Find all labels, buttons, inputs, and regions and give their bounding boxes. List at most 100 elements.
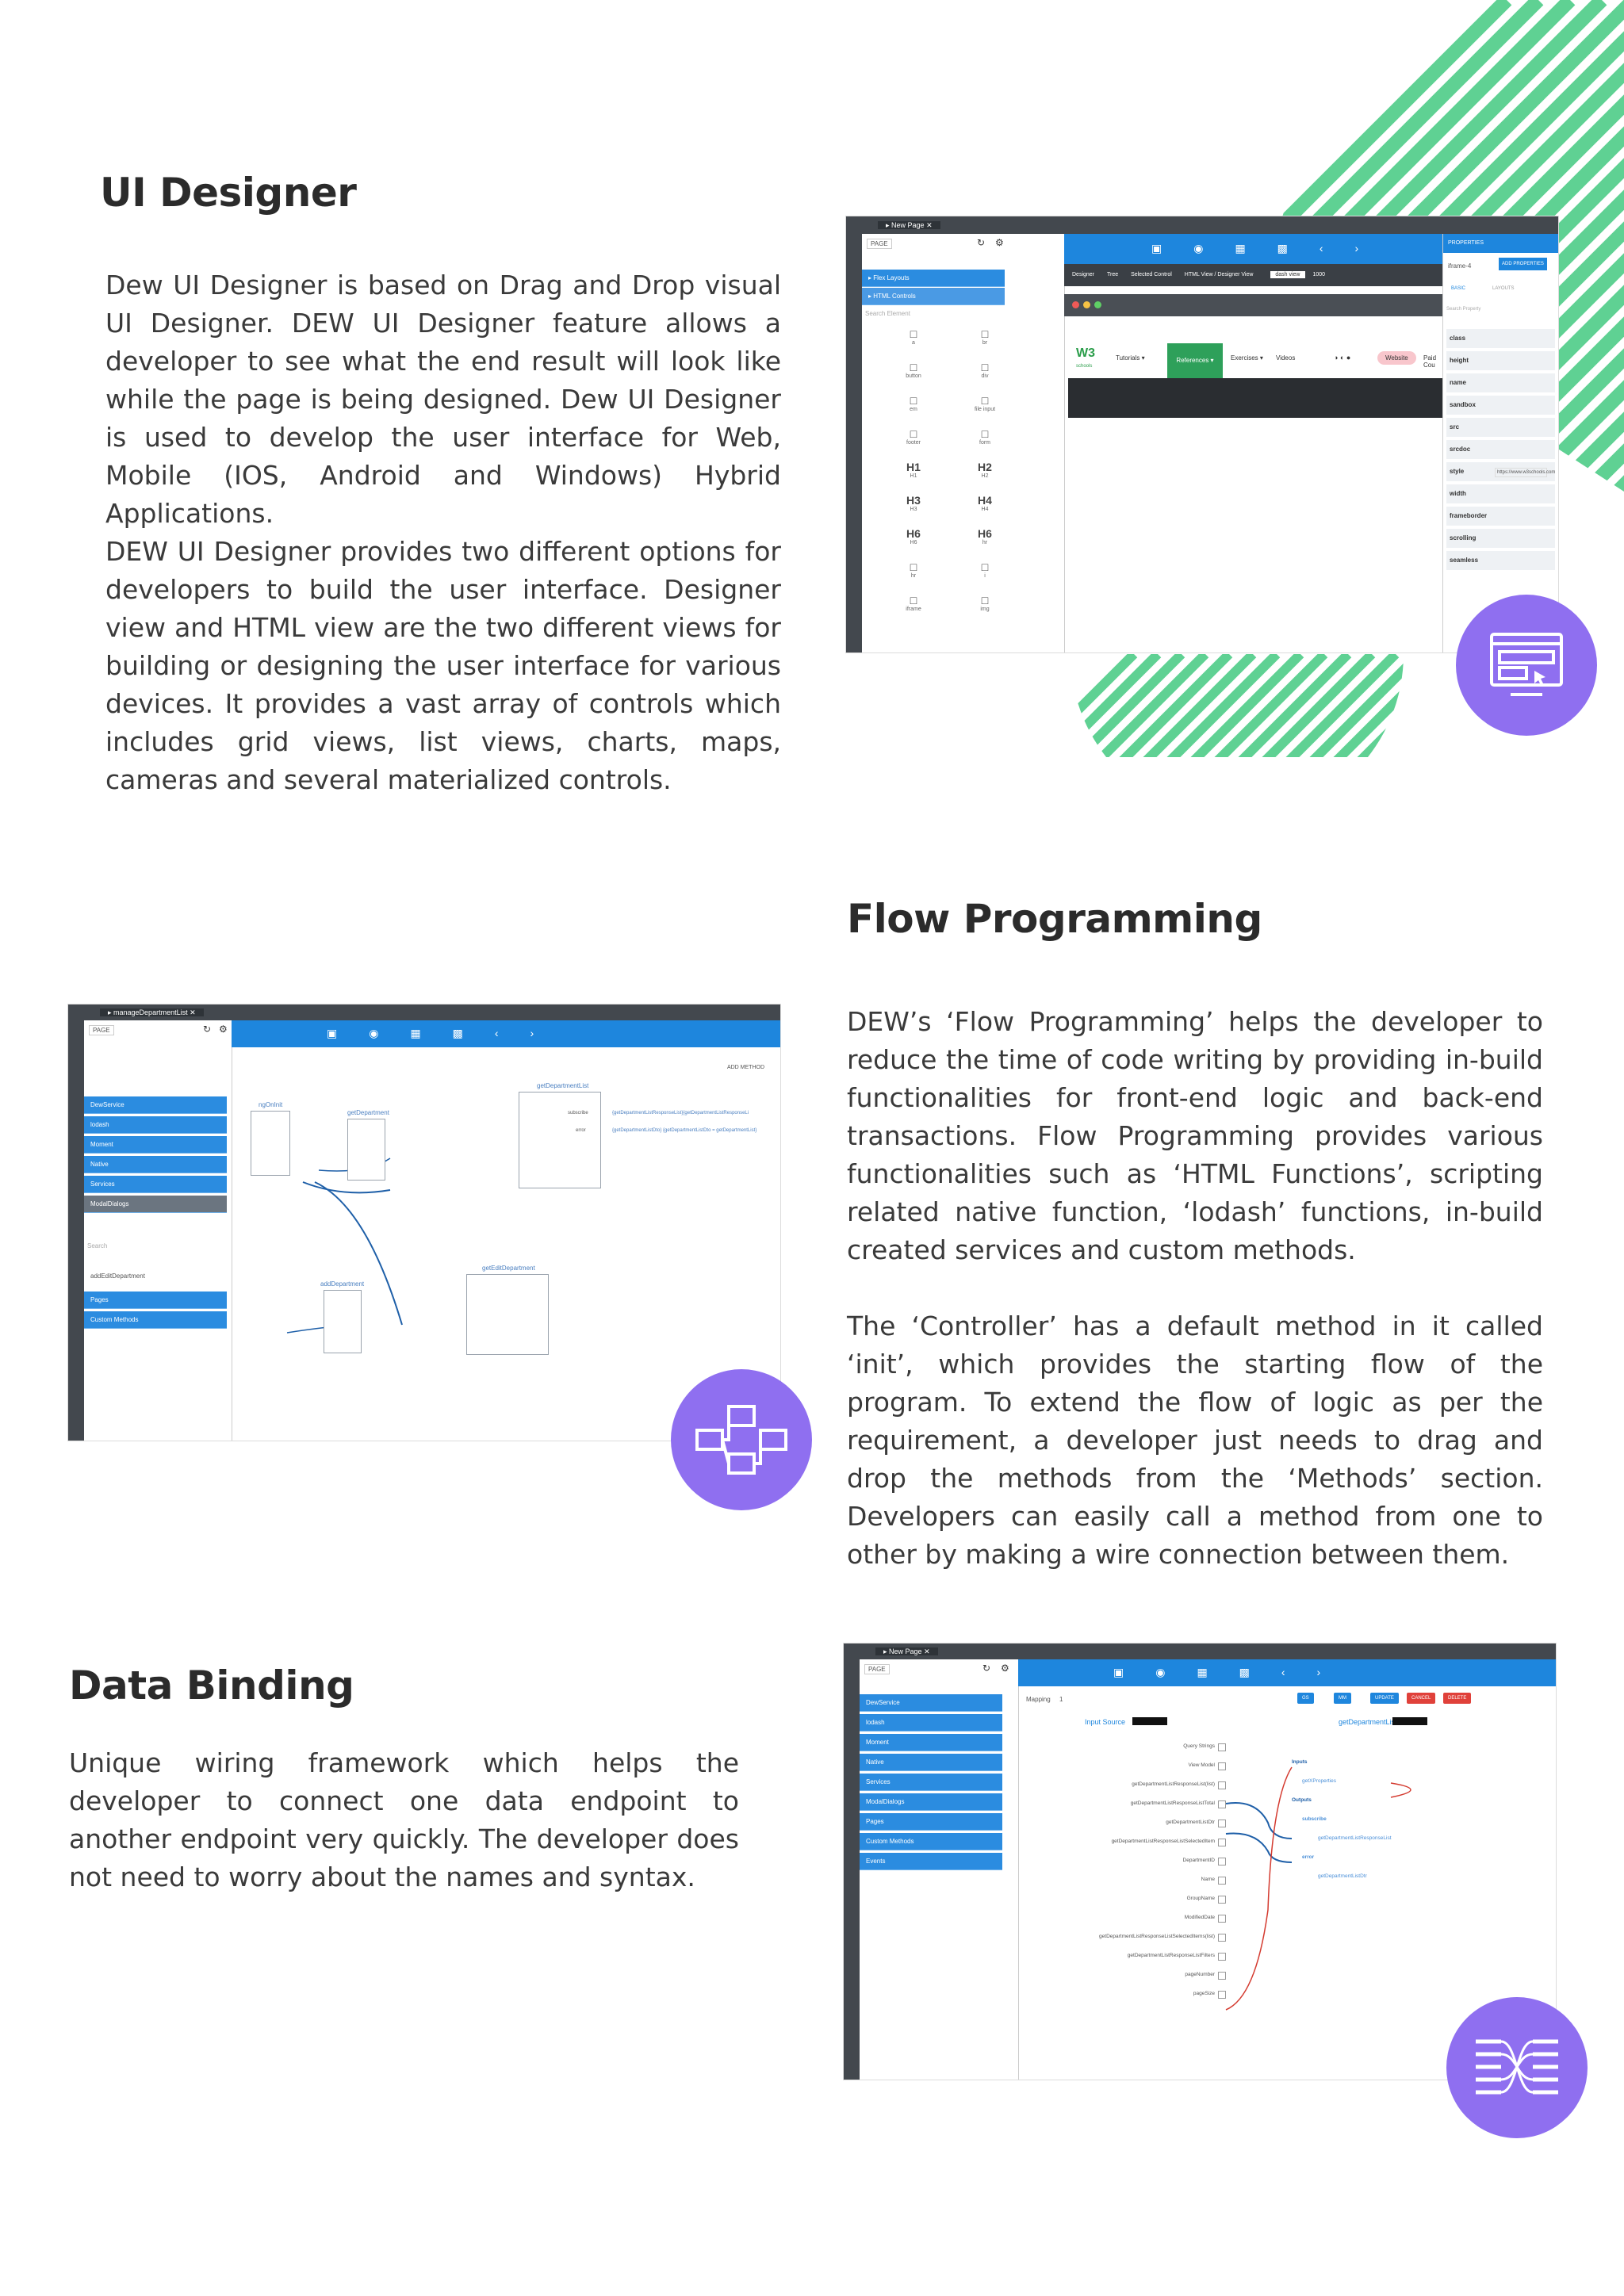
source-field[interactable]: getDepartmentListResponseListSelectedIte… bbox=[1111, 1839, 1215, 1844]
designer-toggle[interactable]: Designer bbox=[1072, 272, 1095, 277]
property-srcdoc[interactable]: srcdoc bbox=[1446, 440, 1555, 459]
method-group-native[interactable]: Native bbox=[84, 1156, 227, 1173]
gear-icon[interactable]: ⚙ bbox=[219, 1024, 228, 1035]
site-nav-exercises[interactable]: Exercises ▾ bbox=[1231, 354, 1263, 362]
property-name-field[interactable]: iframe-4 bbox=[1448, 262, 1472, 270]
property-frameborder[interactable]: frameborder bbox=[1446, 507, 1555, 526]
source-field[interactable]: Query Strings bbox=[1183, 1743, 1215, 1749]
src-value-field[interactable]: https://www.w3schools.com bbox=[1495, 468, 1555, 477]
source-field[interactable]: ModifiedDate bbox=[1184, 1915, 1215, 1920]
source-port[interactable] bbox=[1218, 1762, 1226, 1770]
source-port[interactable] bbox=[1218, 1877, 1226, 1885]
property-sandbox[interactable]: sandbox bbox=[1446, 396, 1555, 415]
node-adddepartment[interactable] bbox=[324, 1290, 362, 1353]
property-scrolling[interactable]: scrolling bbox=[1446, 529, 1555, 548]
add-method-button[interactable]: ADD METHOD bbox=[726, 1065, 764, 1070]
node-getdepartment[interactable] bbox=[347, 1119, 385, 1181]
method-item[interactable]: addEditDepartment bbox=[90, 1272, 145, 1280]
property-width[interactable]: width bbox=[1446, 484, 1555, 503]
input-source-select[interactable] bbox=[1132, 1717, 1167, 1725]
site-nav-videos[interactable]: Videos bbox=[1276, 354, 1296, 362]
control-button[interactable]: □button bbox=[906, 361, 921, 379]
target-field[interactable]: error bbox=[1302, 1854, 1315, 1860]
source-port[interactable] bbox=[1218, 1972, 1226, 1980]
source-field[interactable]: GroupName bbox=[1186, 1896, 1215, 1901]
control-iframe[interactable]: □iframe bbox=[906, 594, 921, 612]
source-port[interactable] bbox=[1218, 1915, 1226, 1923]
mapping-cancel-button[interactable]: CANCEL bbox=[1407, 1693, 1436, 1704]
source-port[interactable] bbox=[1218, 1743, 1226, 1751]
device-select[interactable]: dash view bbox=[1270, 271, 1305, 278]
source-port[interactable] bbox=[1218, 1858, 1226, 1866]
property-class[interactable]: class bbox=[1446, 329, 1555, 348]
property-seamless[interactable]: seamless bbox=[1446, 551, 1555, 570]
mapping-gs-button[interactable]: GS bbox=[1297, 1693, 1314, 1704]
method-search[interactable]: Search bbox=[87, 1242, 108, 1249]
node-geteditdepartment[interactable] bbox=[466, 1274, 549, 1355]
node-getdepartmentlist[interactable] bbox=[519, 1092, 601, 1188]
method-group-native[interactable]: Native bbox=[860, 1754, 1002, 1771]
site-nav-paid[interactable]: Paid Cou bbox=[1423, 354, 1437, 369]
tab-new-page[interactable]: New Page bbox=[891, 221, 925, 229]
source-port[interactable] bbox=[1218, 1934, 1226, 1942]
folder-flex-layouts[interactable]: ▸ Flex Layouts bbox=[862, 270, 1005, 287]
method-group-pages[interactable]: Pages bbox=[84, 1292, 227, 1309]
target-select[interactable] bbox=[1392, 1717, 1427, 1725]
source-field[interactable]: DepartmentID bbox=[1182, 1858, 1215, 1863]
source-port[interactable] bbox=[1218, 1820, 1226, 1827]
control-br[interactable]: □br bbox=[981, 327, 989, 346]
element-search[interactable]: Search Element bbox=[865, 310, 910, 317]
mapping-select[interactable]: 1 bbox=[1059, 1696, 1063, 1703]
source-field[interactable]: getDepartmentListResponseList(list) bbox=[1132, 1781, 1215, 1787]
target-field[interactable]: Inputs bbox=[1292, 1759, 1308, 1765]
refresh-icon[interactable]: ↻ bbox=[977, 237, 986, 248]
method-group-lodash[interactable]: lodash bbox=[84, 1116, 227, 1134]
mapping-delete-button[interactable]: DELETE bbox=[1443, 1693, 1472, 1704]
source-port[interactable] bbox=[1218, 1991, 1226, 1999]
method-group-modaldialogs[interactable]: ModalDialogs bbox=[860, 1793, 1002, 1811]
method-group-pages[interactable]: Pages bbox=[860, 1813, 1002, 1831]
site-nav-tutorials[interactable]: Tutorials ▾ bbox=[1116, 354, 1145, 362]
source-port[interactable] bbox=[1218, 1800, 1226, 1808]
gear-icon[interactable]: ⚙ bbox=[1001, 1663, 1009, 1674]
source-field[interactable]: pageNumber bbox=[1185, 1972, 1215, 1977]
source-field[interactable]: getDepartmentListResponseListSelectedIte… bbox=[1099, 1934, 1215, 1939]
method-group-moment[interactable]: Moment bbox=[84, 1136, 227, 1154]
gear-icon[interactable]: ⚙ bbox=[995, 237, 1004, 248]
method-group-dewservice[interactable]: DewService bbox=[84, 1096, 227, 1114]
tab-basic[interactable]: BASIC bbox=[1451, 286, 1466, 291]
target-field[interactable]: getDepartmentListDtr bbox=[1318, 1873, 1367, 1879]
property-height[interactable]: height bbox=[1446, 351, 1555, 370]
method-group-custom-methods[interactable]: Custom Methods bbox=[84, 1311, 227, 1329]
method-group-dewservice[interactable]: DewService bbox=[860, 1694, 1002, 1712]
add-properties-button[interactable]: ADD PROPERTIES bbox=[1499, 258, 1547, 270]
control-form[interactable]: □form bbox=[979, 427, 990, 446]
mapping-update-button[interactable]: UPDATE bbox=[1370, 1693, 1399, 1704]
refresh-icon[interactable]: ↻ bbox=[982, 1663, 991, 1674]
property-name[interactable]: name bbox=[1446, 373, 1555, 392]
toolbar-icons[interactable]: ▣◉▦▩‹› bbox=[327, 1027, 566, 1039]
control-hr[interactable]: □hr bbox=[910, 561, 917, 579]
tab-new-page[interactable]: New Page bbox=[889, 1647, 922, 1655]
site-website-button[interactable]: Website bbox=[1377, 351, 1416, 365]
site-nav-references[interactable]: References ▾ bbox=[1167, 343, 1223, 378]
toolbar-icons[interactable]: ▣◉▦▩‹› bbox=[1151, 242, 1391, 254]
control-img[interactable]: □img bbox=[980, 594, 990, 612]
method-group-modaldialogs[interactable]: ModalDialogs bbox=[84, 1196, 227, 1213]
control-div[interactable]: □div bbox=[981, 361, 989, 379]
source-port[interactable] bbox=[1218, 1781, 1226, 1789]
source-field[interactable]: getDepartmentListDtr bbox=[1166, 1820, 1215, 1825]
node-ngoninit[interactable] bbox=[251, 1111, 290, 1176]
theme-icons[interactable]: ◑ ◐ ● bbox=[1334, 354, 1351, 362]
source-port[interactable] bbox=[1218, 1953, 1226, 1961]
tab-manage-department[interactable]: manageDepartmentList bbox=[113, 1008, 188, 1016]
property-src[interactable]: src bbox=[1446, 418, 1555, 437]
source-field[interactable]: getDepartmentListResponseListFilters bbox=[1127, 1953, 1215, 1958]
selected-control-toggle[interactable]: Selected Control bbox=[1131, 272, 1172, 277]
control-em[interactable]: □em bbox=[910, 394, 917, 412]
method-group-events[interactable]: Events bbox=[860, 1853, 1002, 1870]
